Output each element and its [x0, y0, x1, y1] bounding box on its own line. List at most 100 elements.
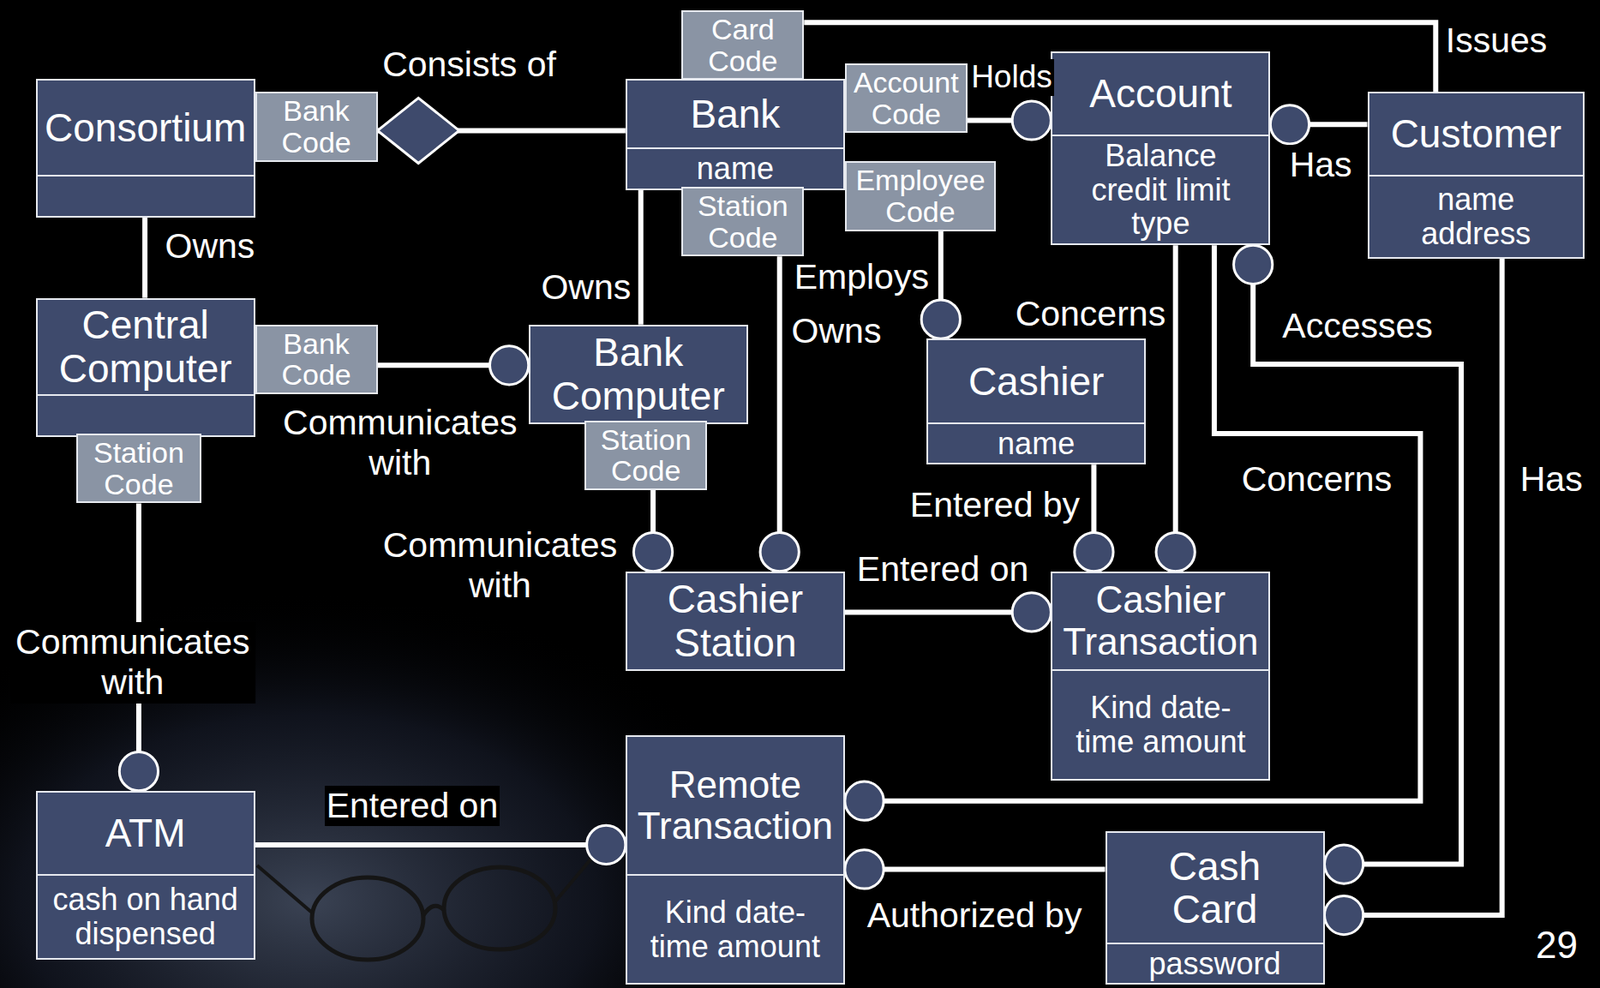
- association-name: Owns: [790, 311, 884, 352]
- class-box: Central Computer: [35, 298, 256, 438]
- aggregation-diamond: [377, 97, 460, 163]
- association-name: Employs: [792, 257, 931, 298]
- label-anchor: Communicates with: [277, 402, 523, 484]
- class-box: Cashiername: [926, 338, 1146, 465]
- association-line: [638, 190, 644, 325]
- label-anchor: Issues: [1444, 20, 1550, 61]
- association-line: [142, 217, 148, 299]
- qualifier-text: Card Code: [686, 13, 799, 77]
- multiplicity-dot: [921, 299, 960, 339]
- qualifier-text: Bank Code: [260, 328, 373, 391]
- page-number: 29: [1535, 923, 1578, 968]
- label-anchor: Consists of: [380, 44, 558, 85]
- association-name: Has: [1518, 459, 1585, 500]
- attribute-compartment: password: [1107, 942, 1324, 984]
- class-name: Central Computer: [41, 303, 251, 390]
- label-anchor: Concerns: [1240, 459, 1394, 500]
- attribute-list: password: [1148, 946, 1281, 982]
- qualifier-box: Station Code: [584, 420, 708, 491]
- attribute-compartment: name: [928, 422, 1145, 464]
- attribute-list: Balance credit limit type: [1074, 138, 1247, 241]
- qualifier-box: Station Code: [681, 186, 804, 257]
- label-anchor: Employs: [792, 257, 931, 298]
- label-anchor: Entered on: [324, 785, 501, 827]
- qualifier-box: Account Code: [844, 63, 968, 133]
- class-name-compartment: Remote Transaction: [627, 737, 844, 875]
- class-name-compartment: Account: [1052, 53, 1269, 135]
- multiplicity-dot: [1156, 533, 1195, 572]
- multiplicity-dot: [1074, 533, 1114, 572]
- multiplicity-dot: [1270, 105, 1309, 144]
- label-anchor: Owns: [163, 226, 258, 267]
- class-name: ATM: [105, 811, 186, 856]
- multiplicity-dot: [119, 752, 158, 792]
- qualifier-box: Bank Code: [255, 324, 378, 395]
- attribute-list: name address: [1390, 182, 1562, 251]
- association-name: Communicates with: [377, 525, 624, 606]
- association-name: Owns: [163, 226, 258, 267]
- class-name: Consortium: [44, 106, 246, 150]
- label-anchor: Accesses: [1280, 305, 1434, 347]
- label-anchor: Entered by: [908, 485, 1082, 526]
- label-anchor: Communicates with: [377, 525, 624, 606]
- multiplicity-dot: [760, 533, 799, 572]
- multiplicity-dot: [1012, 593, 1051, 632]
- class-name-compartment: Central Computer: [37, 299, 254, 396]
- qualifier-text: Bank Code: [260, 95, 373, 158]
- multiplicity-dot: [1234, 245, 1273, 284]
- label-anchor: Owns: [790, 311, 884, 352]
- multiplicity-dot: [1012, 101, 1051, 140]
- label-anchor: Has: [1518, 459, 1585, 500]
- class-name-compartment: Consortium: [37, 80, 254, 176]
- glasses-arm: [257, 848, 600, 913]
- class-name-compartment: Cash Card: [1107, 832, 1324, 942]
- association-line: [1252, 245, 1462, 864]
- class-name: Remote Transaction: [630, 764, 840, 848]
- label-anchor: 29: [1535, 923, 1578, 968]
- label-anchor: Holds: [969, 59, 1055, 96]
- qualifier-box: Employee Code: [844, 161, 996, 231]
- association-name: Communicates with: [277, 402, 523, 484]
- class-box: ATM cash on hand dispensed: [35, 791, 256, 960]
- label-anchor: Concerns: [1013, 293, 1168, 335]
- association-line: [255, 842, 626, 848]
- attribute-list: name: [997, 426, 1075, 462]
- attribute-compartment: name address: [1369, 174, 1584, 257]
- class-name-compartment: Customer: [1369, 93, 1584, 175]
- multiplicity-dot: [844, 850, 884, 889]
- class-box: Consortium: [35, 78, 256, 218]
- multiplicity-dot: [587, 825, 626, 864]
- class-name-compartment: ATM: [37, 792, 254, 875]
- qualifier-box: Card Code: [681, 10, 804, 80]
- class-name-compartment: Cashier Station: [627, 573, 844, 670]
- multiplicity-dot: [1324, 895, 1364, 935]
- association-line: [1324, 258, 1503, 916]
- class-box: Cashier TransactionKind date-time amount: [1050, 571, 1271, 782]
- attribute-list: cash on hand dispensed: [42, 882, 249, 951]
- qualifier-text: Station Code: [686, 190, 799, 253]
- class-box: Cash Card password: [1105, 831, 1325, 985]
- multiplicity-dot: [633, 533, 672, 572]
- association-name: Concerns: [1013, 293, 1168, 335]
- class-name: Bank Computer: [533, 330, 744, 418]
- attribute-compartment: cash on hand dispensed: [37, 874, 254, 959]
- association-name: Entered on: [324, 785, 501, 827]
- class-box: Customer name address: [1367, 91, 1586, 259]
- association-name: Holds: [969, 59, 1055, 96]
- qualifier-box: Bank Code: [255, 91, 378, 162]
- attribute-compartment: [37, 394, 254, 436]
- attribute-compartment: Kind date-time amount: [627, 874, 844, 983]
- glasses-lens: [311, 877, 424, 960]
- attribute-list: Kind date-time amount: [1074, 690, 1247, 759]
- label-anchor: Communicates with: [10, 622, 256, 703]
- glasses-bridge: [423, 905, 444, 916]
- association-name: Owns: [539, 267, 633, 308]
- class-box: Bank Computer: [528, 324, 749, 425]
- association-line: [1173, 245, 1179, 572]
- class-name: Cashier Station: [630, 577, 840, 665]
- attribute-list: Kind date-time amount: [649, 895, 821, 964]
- class-name-compartment: Bank Computer: [530, 326, 747, 423]
- multiplicity-dot: [1324, 844, 1364, 884]
- qualifier-text: Station Code: [589, 424, 702, 487]
